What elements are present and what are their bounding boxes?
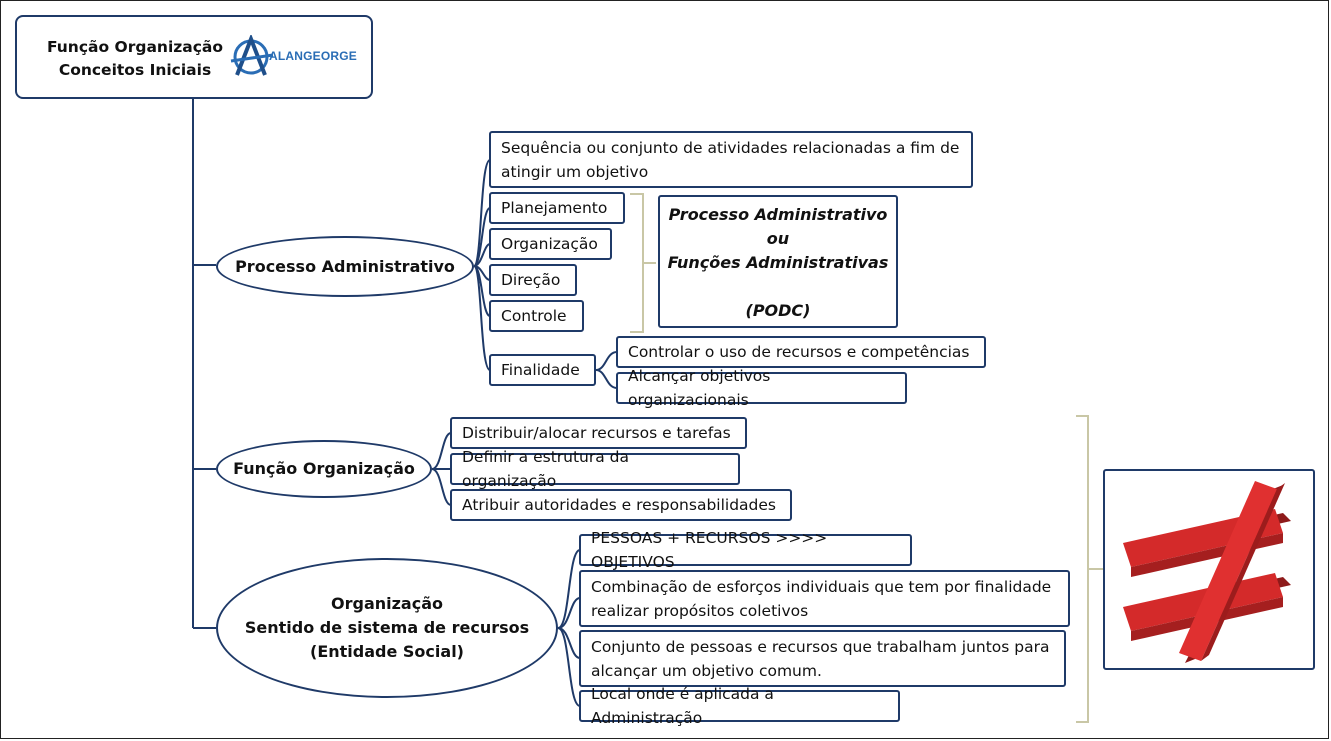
organizacao-item2-line2: realizar propósitos coletivos	[591, 601, 809, 620]
funcao-item-2: Definir a estrutura da organização	[450, 448, 740, 490]
finalidade-node: Finalidade	[489, 354, 596, 386]
organizacao-item-label: PESSOAS + RECURSOS >>>> OBJETIVOS	[591, 529, 828, 571]
processo-definition: Sequência ou conjunto de atividades rela…	[489, 131, 973, 188]
funcao-label: Função Organização	[233, 459, 415, 478]
node-funcao-organizacao: Função Organização	[216, 440, 432, 498]
finalidade-label: Finalidade	[501, 361, 580, 379]
function-planejamento: Planejamento	[489, 192, 625, 224]
organizacao-label-line3: (Entidade Social)	[310, 642, 464, 661]
root-title-line2: Conceitos Iniciais	[58, 61, 212, 79]
not-equal-box	[1103, 469, 1315, 670]
function-label: Direção	[501, 271, 561, 289]
funcao-item-label: Distribuir/alocar recursos e tarefas	[462, 424, 731, 442]
node-organizacao: Organização Sentido de sistema de recurs…	[216, 558, 558, 698]
function-label: Planejamento	[501, 199, 608, 217]
function-label: Controle	[501, 307, 567, 325]
podc-line3: Funções Administrativas	[667, 253, 889, 272]
organizacao-label-line2: Sentido de sistema de recursos	[244, 618, 530, 637]
organizacao-item-1: PESSOAS + RECURSOS >>>> OBJETIVOS	[579, 529, 912, 571]
function-organizacao: Organização	[489, 228, 612, 260]
not-equal-icon	[1123, 481, 1291, 663]
organizacao-item-label: Local onde é aplicada a Administração	[591, 685, 774, 727]
podc-line1: Processo Administrativo	[668, 205, 888, 224]
processo-label: Processo Administrativo	[235, 256, 455, 276]
podc-box: Processo Administrativo ou Funções Admin…	[658, 195, 898, 328]
organizacao-item3-line2: alcançar um objetivo comum.	[591, 661, 822, 680]
finalidade-item-label: Alcançar objetivos organizacionais	[628, 367, 771, 409]
funcao-item-label: Definir a estrutura da organização	[462, 448, 630, 490]
function-controle: Controle	[489, 300, 584, 332]
alangeorge-logo: ALANGEORGE	[229, 35, 359, 81]
node-processo-administrativo: Processo Administrativo	[216, 236, 474, 297]
finalidade-item-1: Controlar o uso de recursos e competênci…	[616, 336, 986, 368]
function-direcao: Direção	[489, 264, 577, 296]
root-title: Função Organização Conceitos Iniciais	[45, 36, 225, 82]
logo-text: ALANGEORGE	[269, 49, 358, 63]
organizacao-item3-line1: Conjunto de pessoas e recursos que traba…	[591, 637, 1050, 656]
funcao-item-label: Atribuir autoridades e responsabilidades	[462, 496, 777, 514]
organizacao-item-3: Conjunto de pessoas e recursos que traba…	[579, 630, 1066, 687]
function-label: Organização	[501, 235, 598, 253]
funcao-item-1: Distribuir/alocar recursos e tarefas	[450, 417, 747, 449]
processo-definition-line2: atingir um objetivo	[501, 162, 649, 181]
organizacao-item-4: Local onde é aplicada a Administração	[579, 685, 900, 727]
root-node: Função Organização Conceitos Iniciais AL…	[15, 15, 373, 99]
organizacao-item-2: Combinação de esforços individuais que t…	[579, 570, 1070, 627]
podc-line4: (PODC)	[745, 301, 811, 320]
organizacao-item2-line1: Combinação de esforços individuais que t…	[591, 577, 1052, 596]
root-title-line1: Função Organização	[46, 38, 224, 56]
processo-definition-line1: Sequência ou conjunto de atividades rela…	[501, 138, 960, 157]
funcao-item-3: Atribuir autoridades e responsabilidades	[450, 489, 792, 521]
finalidade-item-2: Alcançar objetivos organizacionais	[616, 367, 907, 409]
logo-a-icon	[230, 35, 274, 76]
podc-line2: ou	[766, 229, 790, 248]
finalidade-item-label: Controlar o uso de recursos e competênci…	[628, 343, 970, 361]
organizacao-label-line1: Organização	[331, 594, 443, 613]
